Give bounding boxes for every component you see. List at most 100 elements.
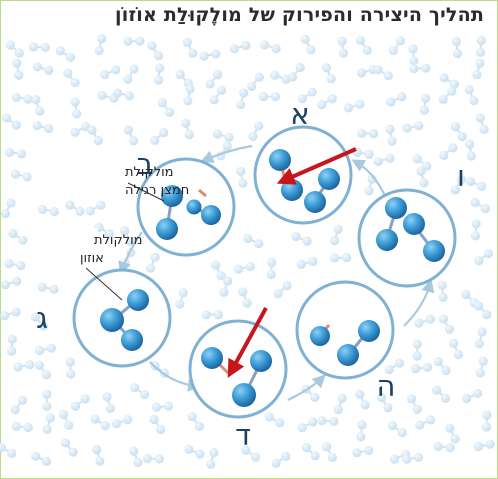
background-molecule [270, 70, 291, 84]
background-molecule [461, 289, 479, 308]
background-molecule [129, 446, 143, 467]
background-molecule [120, 226, 135, 246]
ozone-atom [121, 329, 143, 351]
background-molecule [28, 42, 50, 52]
background-molecule [37, 282, 59, 294]
background-molecule [449, 338, 463, 360]
background-molecule [0, 276, 22, 290]
background-molecule [474, 327, 487, 349]
background-molecule [433, 356, 451, 376]
background-molecule [356, 128, 379, 139]
stage-b [136, 157, 236, 257]
background-molecule [450, 174, 466, 195]
background-molecule [31, 95, 45, 116]
background-molecule [102, 392, 115, 413]
oxygen-atom [281, 179, 303, 201]
cycle-arrow-h-to-v [403, 278, 435, 327]
background-molecule [337, 36, 348, 58]
background-molecule [30, 312, 48, 331]
callout-ozone-molecule: מולקולת אוזון [28, 228, 142, 301]
ozone-atom [423, 240, 445, 262]
cycle-arrow-d-to-h [287, 374, 326, 401]
background-molecule [297, 87, 317, 104]
background-molecule [246, 72, 264, 92]
callout-oxygen-line2: חמצן רגילה [125, 183, 189, 198]
background-molecule [402, 121, 424, 133]
background-molecule [406, 394, 422, 414]
background-molecule [8, 228, 28, 245]
callout-ozone-leader [85, 267, 123, 301]
background-molecule [123, 125, 139, 146]
background-molecule [123, 64, 139, 84]
background-molecule [65, 357, 76, 379]
background-molecule [333, 393, 347, 415]
background-molecule [471, 219, 481, 241]
oxygen-atom [310, 326, 330, 346]
background-molecule [291, 231, 312, 246]
background-molecule [273, 281, 292, 299]
oxygen-atom [156, 218, 178, 240]
background-molecule [271, 451, 291, 468]
background-molecule [343, 99, 365, 113]
background-molecules [0, 34, 495, 469]
figure-title: תהליך היצירה והפירוק של מולֶקוּלַת אוֹזו… [115, 4, 484, 26]
background-molecule [329, 224, 343, 246]
background-molecule [6, 334, 17, 356]
background-molecule [356, 65, 378, 78]
background-molecule [296, 256, 318, 269]
background-molecule [157, 98, 175, 117]
cycle-arrow-v-to-a [351, 159, 387, 199]
stage-label-v: ו [457, 159, 465, 193]
cycle-arrow-b-to-g [118, 231, 143, 276]
stage-v [357, 188, 457, 288]
background-molecule [150, 127, 169, 146]
background-molecule [241, 445, 261, 462]
stage-h-ring [295, 280, 395, 380]
oxygen-atom [318, 168, 340, 190]
background-molecule [300, 34, 316, 55]
background-molecule [219, 276, 233, 297]
background-molecule [70, 97, 82, 119]
background-molecule [238, 287, 252, 308]
background-molecule [388, 36, 406, 56]
background-molecule [474, 248, 494, 266]
oxygen-atom [304, 191, 326, 213]
oxygen-atom [337, 344, 359, 366]
background-molecule [12, 58, 24, 80]
stage-v-ring [357, 188, 457, 288]
background-molecule [419, 93, 431, 115]
ozone-atom [250, 350, 272, 372]
background-molecule [182, 37, 198, 58]
background-molecule [387, 421, 407, 438]
background-molecule [462, 388, 483, 404]
ozone-atom [201, 347, 223, 369]
background-molecule [92, 444, 105, 466]
background-molecule [0, 198, 16, 219]
background-molecule [4, 258, 26, 271]
background-molecule [243, 233, 264, 249]
background-molecule [85, 200, 106, 216]
background-molecule [111, 415, 133, 429]
background-molecule [412, 154, 432, 171]
background-molecule [322, 442, 337, 463]
uv-radiation-arrow [276, 147, 357, 185]
background-molecule [11, 92, 33, 104]
background-molecule [145, 252, 160, 273]
background-molecule [209, 85, 227, 105]
stage-label-g: ג [36, 301, 48, 335]
oxygen-atom [186, 199, 202, 215]
background-molecule [438, 86, 457, 104]
background-molecule [42, 413, 55, 434]
background-molecule [376, 393, 393, 413]
background-molecule [450, 121, 467, 142]
ozone-atom [127, 289, 149, 311]
background-molecule [317, 416, 339, 426]
stage-label-b: ב [137, 147, 154, 181]
background-molecule [206, 448, 219, 469]
background-molecule [475, 113, 489, 135]
background-molecule [70, 394, 90, 411]
background-molecule [142, 453, 165, 464]
uv-radiation-arrow [227, 307, 268, 378]
background-molecule [465, 176, 487, 191]
